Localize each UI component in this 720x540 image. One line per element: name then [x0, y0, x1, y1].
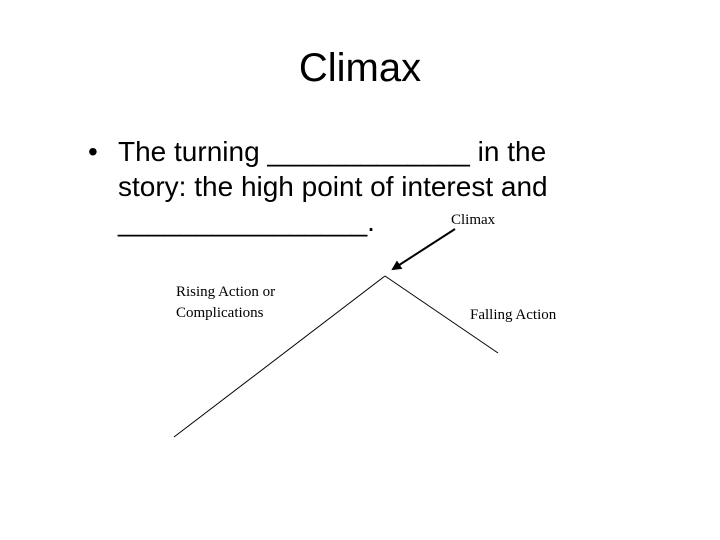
rising-action-label: Rising Action or Complications: [176, 284, 276, 321]
bullet-item: • The turning _____________ in the story…: [88, 134, 628, 239]
bullet-icon: •: [88, 136, 98, 167]
falling-action-label: Falling Action: [470, 307, 557, 323]
climax-arrow: [391, 228, 456, 271]
rising-action-line: [173, 275, 386, 438]
falling-action-line: [384, 275, 499, 354]
bullet-text: The turning _____________ in the story: …: [118, 136, 548, 237]
climax-label: Climax: [451, 212, 496, 228]
slide-title: Climax: [298, 46, 422, 90]
